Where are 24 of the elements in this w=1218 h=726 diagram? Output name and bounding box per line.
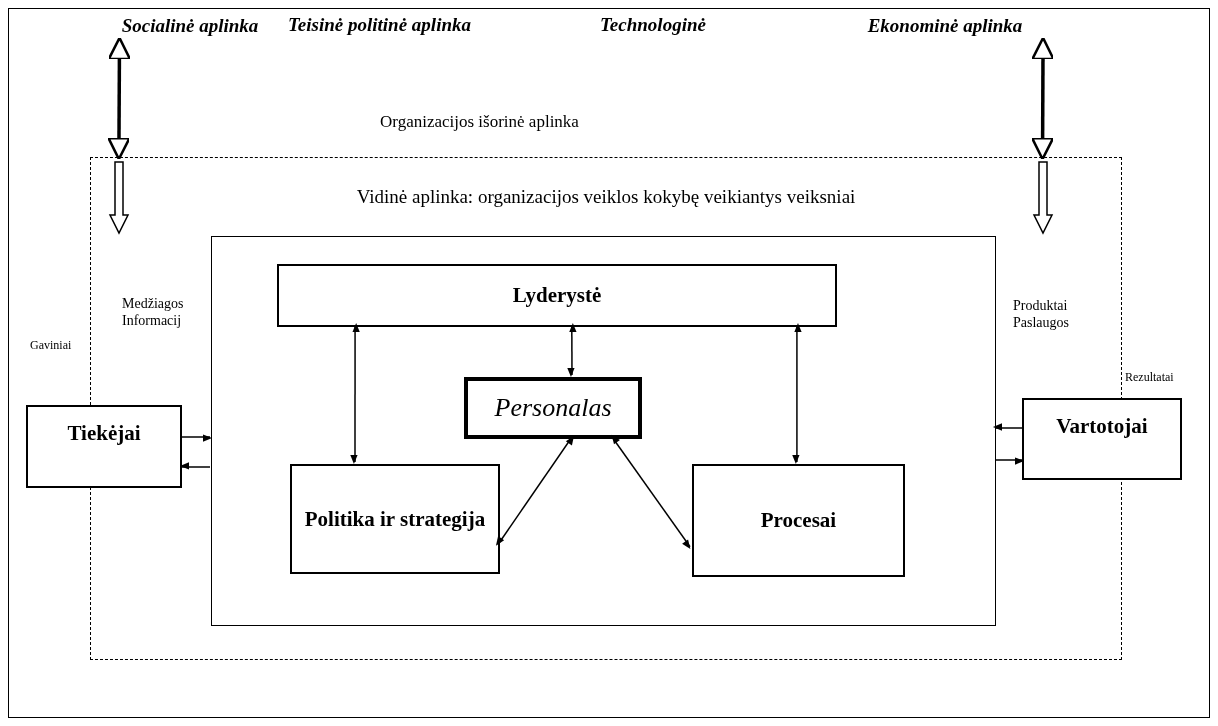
arrow bbox=[567, 322, 577, 378]
flow-label: Medžiagos Informacij bbox=[122, 296, 185, 330]
internal-frame bbox=[211, 236, 996, 626]
section-heading: Vidinė aplinka: organizacijos veiklos kokybę veikiantys veiksniai bbox=[356, 186, 856, 208]
arrow bbox=[992, 423, 1023, 431]
environment-label: Ekonominė aplinka bbox=[840, 12, 1050, 40]
partner-box: Vartotojai bbox=[1022, 398, 1182, 480]
process-box: Personalas bbox=[464, 377, 642, 439]
process-box: Politika ir strategija bbox=[290, 464, 500, 574]
flow-label: Produktai Paslaugos bbox=[1013, 298, 1070, 332]
arrow bbox=[181, 434, 213, 442]
environment-label: Socialinė aplinka bbox=[115, 12, 265, 40]
partner-box: Tiekėjai bbox=[26, 405, 182, 488]
process-box: Lyderystė bbox=[277, 264, 837, 327]
flow-label: Organizacijos išorinė aplinka bbox=[380, 112, 580, 133]
environment-label: Teisinė politinė aplinka bbox=[288, 14, 472, 37]
arrow bbox=[350, 322, 360, 465]
block-arrow bbox=[107, 36, 132, 161]
side-note: Gaviniai bbox=[30, 338, 73, 353]
process-box: Procesai bbox=[692, 464, 905, 577]
block-arrow bbox=[1030, 36, 1055, 161]
side-note: Rezultatai bbox=[1125, 370, 1175, 385]
environment-label: Technologinė bbox=[600, 14, 707, 37]
arrow bbox=[792, 322, 802, 465]
